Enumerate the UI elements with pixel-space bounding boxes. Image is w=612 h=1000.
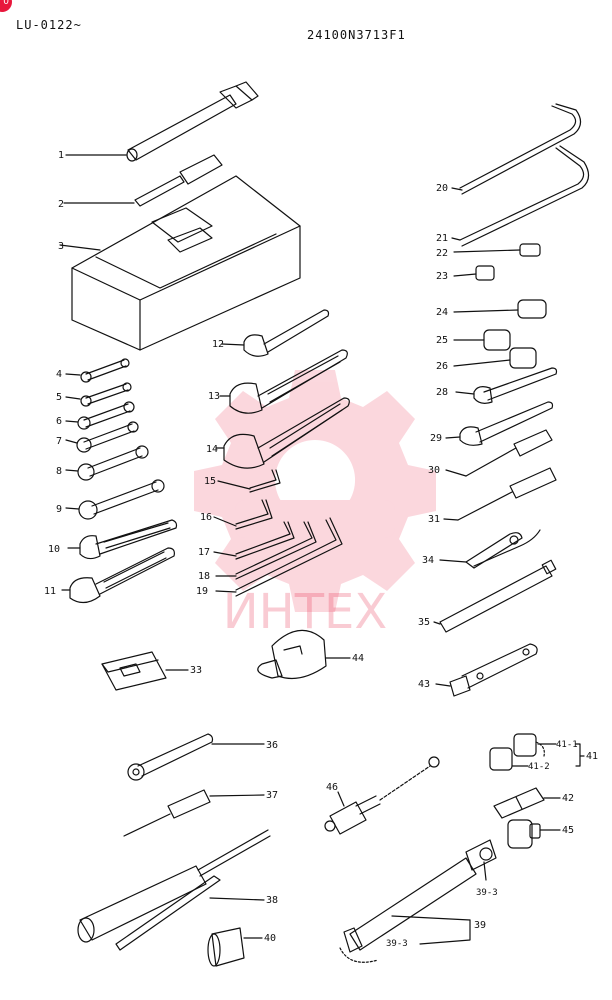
part-17-hex-key bbox=[213, 521, 295, 560]
part-21-hex-wrench bbox=[451, 145, 590, 247]
callout-39-3-upper: 39-3 bbox=[476, 888, 498, 898]
part-34-pliers bbox=[439, 529, 541, 569]
callout-33: 33 bbox=[190, 665, 202, 676]
part-13-spanner bbox=[219, 349, 348, 414]
callout-38: 38 bbox=[266, 895, 278, 906]
callout-8: 8 bbox=[56, 466, 62, 477]
part-26-socket bbox=[453, 347, 537, 369]
part-9-wrench bbox=[65, 479, 165, 520]
part-46-fitting bbox=[324, 756, 440, 835]
part-41-cap-set bbox=[489, 733, 585, 771]
callout-16: 16 bbox=[200, 512, 212, 523]
part-31-screwdriver bbox=[443, 467, 557, 521]
part-11-spanner bbox=[61, 547, 175, 604]
callout-26: 26 bbox=[436, 361, 448, 372]
callout-39: 39 bbox=[474, 920, 486, 931]
part-25-socket bbox=[453, 329, 511, 351]
part-3-tool-box bbox=[59, 175, 301, 351]
model-code: LU-0122~ bbox=[16, 18, 82, 32]
callout-37: 37 bbox=[266, 790, 278, 801]
callout-45: 45 bbox=[562, 825, 574, 836]
part-38-grease-gun bbox=[77, 829, 271, 951]
part-number: 24100N3713F1 bbox=[307, 28, 406, 42]
part-42-pin bbox=[493, 787, 561, 819]
callout-18: 18 bbox=[198, 571, 210, 582]
callout-41-2: 41-2 bbox=[528, 762, 550, 772]
callout-43: 43 bbox=[418, 679, 430, 690]
callout-25: 25 bbox=[436, 335, 448, 346]
callout-44: 44 bbox=[352, 653, 364, 664]
part-37-screwdriver bbox=[123, 789, 265, 837]
callout-39-3-lower: 39-3 bbox=[386, 939, 408, 949]
part-35-extension-bar bbox=[433, 559, 557, 633]
callout-6: 6 bbox=[56, 416, 62, 427]
callout-23: 23 bbox=[436, 271, 448, 282]
callout-24: 24 bbox=[436, 307, 448, 318]
callout-40: 40 bbox=[264, 933, 276, 944]
part-40-socket bbox=[207, 927, 263, 967]
part-14-spanner bbox=[215, 397, 350, 469]
part-16-hex-key bbox=[213, 499, 273, 530]
callout-14: 14 bbox=[206, 444, 218, 455]
page-badge: 0 bbox=[0, 0, 12, 12]
callout-15: 15 bbox=[204, 476, 216, 487]
part-20-hex-wrench bbox=[451, 103, 582, 195]
part-5-wrench bbox=[65, 382, 132, 407]
part-2-screwdriver bbox=[63, 154, 223, 207]
part-44-cap bbox=[257, 629, 351, 679]
part-29-adjustable-wrench bbox=[445, 401, 554, 446]
callout-12: 12 bbox=[212, 339, 224, 350]
callout-36: 36 bbox=[266, 740, 278, 751]
part-7-wrench bbox=[65, 421, 139, 453]
callout-31: 31 bbox=[428, 514, 440, 525]
callout-34: 34 bbox=[422, 555, 434, 566]
callout-1: 1 bbox=[58, 150, 64, 161]
callout-30: 30 bbox=[428, 465, 440, 476]
part-33-pouch bbox=[101, 651, 189, 691]
part-15-hex-key bbox=[217, 469, 281, 493]
part-22-socket bbox=[453, 243, 541, 257]
callout-20: 20 bbox=[436, 183, 448, 194]
callout-19: 19 bbox=[196, 586, 208, 597]
part-39-pump bbox=[339, 839, 497, 963]
callout-41: 41 bbox=[586, 751, 598, 762]
part-4-wrench bbox=[65, 358, 130, 383]
part-19-hex-key bbox=[215, 517, 343, 597]
watermark-gear-logo bbox=[194, 370, 436, 612]
callout-21: 21 bbox=[436, 233, 448, 244]
callout-17: 17 bbox=[198, 547, 210, 558]
callout-42: 42 bbox=[562, 793, 574, 804]
callout-28: 28 bbox=[436, 387, 448, 398]
part-36-ratchet bbox=[127, 733, 265, 781]
callout-11: 11 bbox=[44, 586, 56, 597]
callout-10: 10 bbox=[48, 544, 60, 555]
part-43-wrench bbox=[435, 643, 538, 697]
part-1-hammer bbox=[65, 81, 259, 162]
callout-5: 5 bbox=[56, 392, 62, 403]
callout-7: 7 bbox=[56, 436, 62, 447]
part-12-spanner bbox=[221, 309, 330, 357]
callout-9: 9 bbox=[56, 504, 62, 515]
part-10-spanner bbox=[67, 519, 178, 560]
callout-22: 22 bbox=[436, 248, 448, 259]
callout-46: 46 bbox=[326, 782, 338, 793]
part-28-wrench bbox=[455, 367, 558, 404]
part-30-screwdriver bbox=[445, 429, 553, 477]
part-8-wrench bbox=[65, 445, 149, 481]
callout-41-1: 41-1 bbox=[556, 740, 578, 750]
callout-2: 2 bbox=[58, 199, 64, 210]
callout-4: 4 bbox=[56, 369, 62, 380]
callout-13: 13 bbox=[208, 391, 220, 402]
callout-35: 35 bbox=[418, 617, 430, 628]
part-6-wrench bbox=[65, 401, 135, 430]
watermark-text: ИНТЕХ bbox=[223, 584, 388, 640]
callout-29: 29 bbox=[430, 433, 442, 444]
part-45-adapter bbox=[507, 819, 561, 849]
part-18-hex-key bbox=[215, 521, 317, 580]
callout-3: 3 bbox=[58, 241, 64, 252]
part-23-socket bbox=[453, 265, 495, 281]
part-24-socket bbox=[453, 299, 547, 319]
